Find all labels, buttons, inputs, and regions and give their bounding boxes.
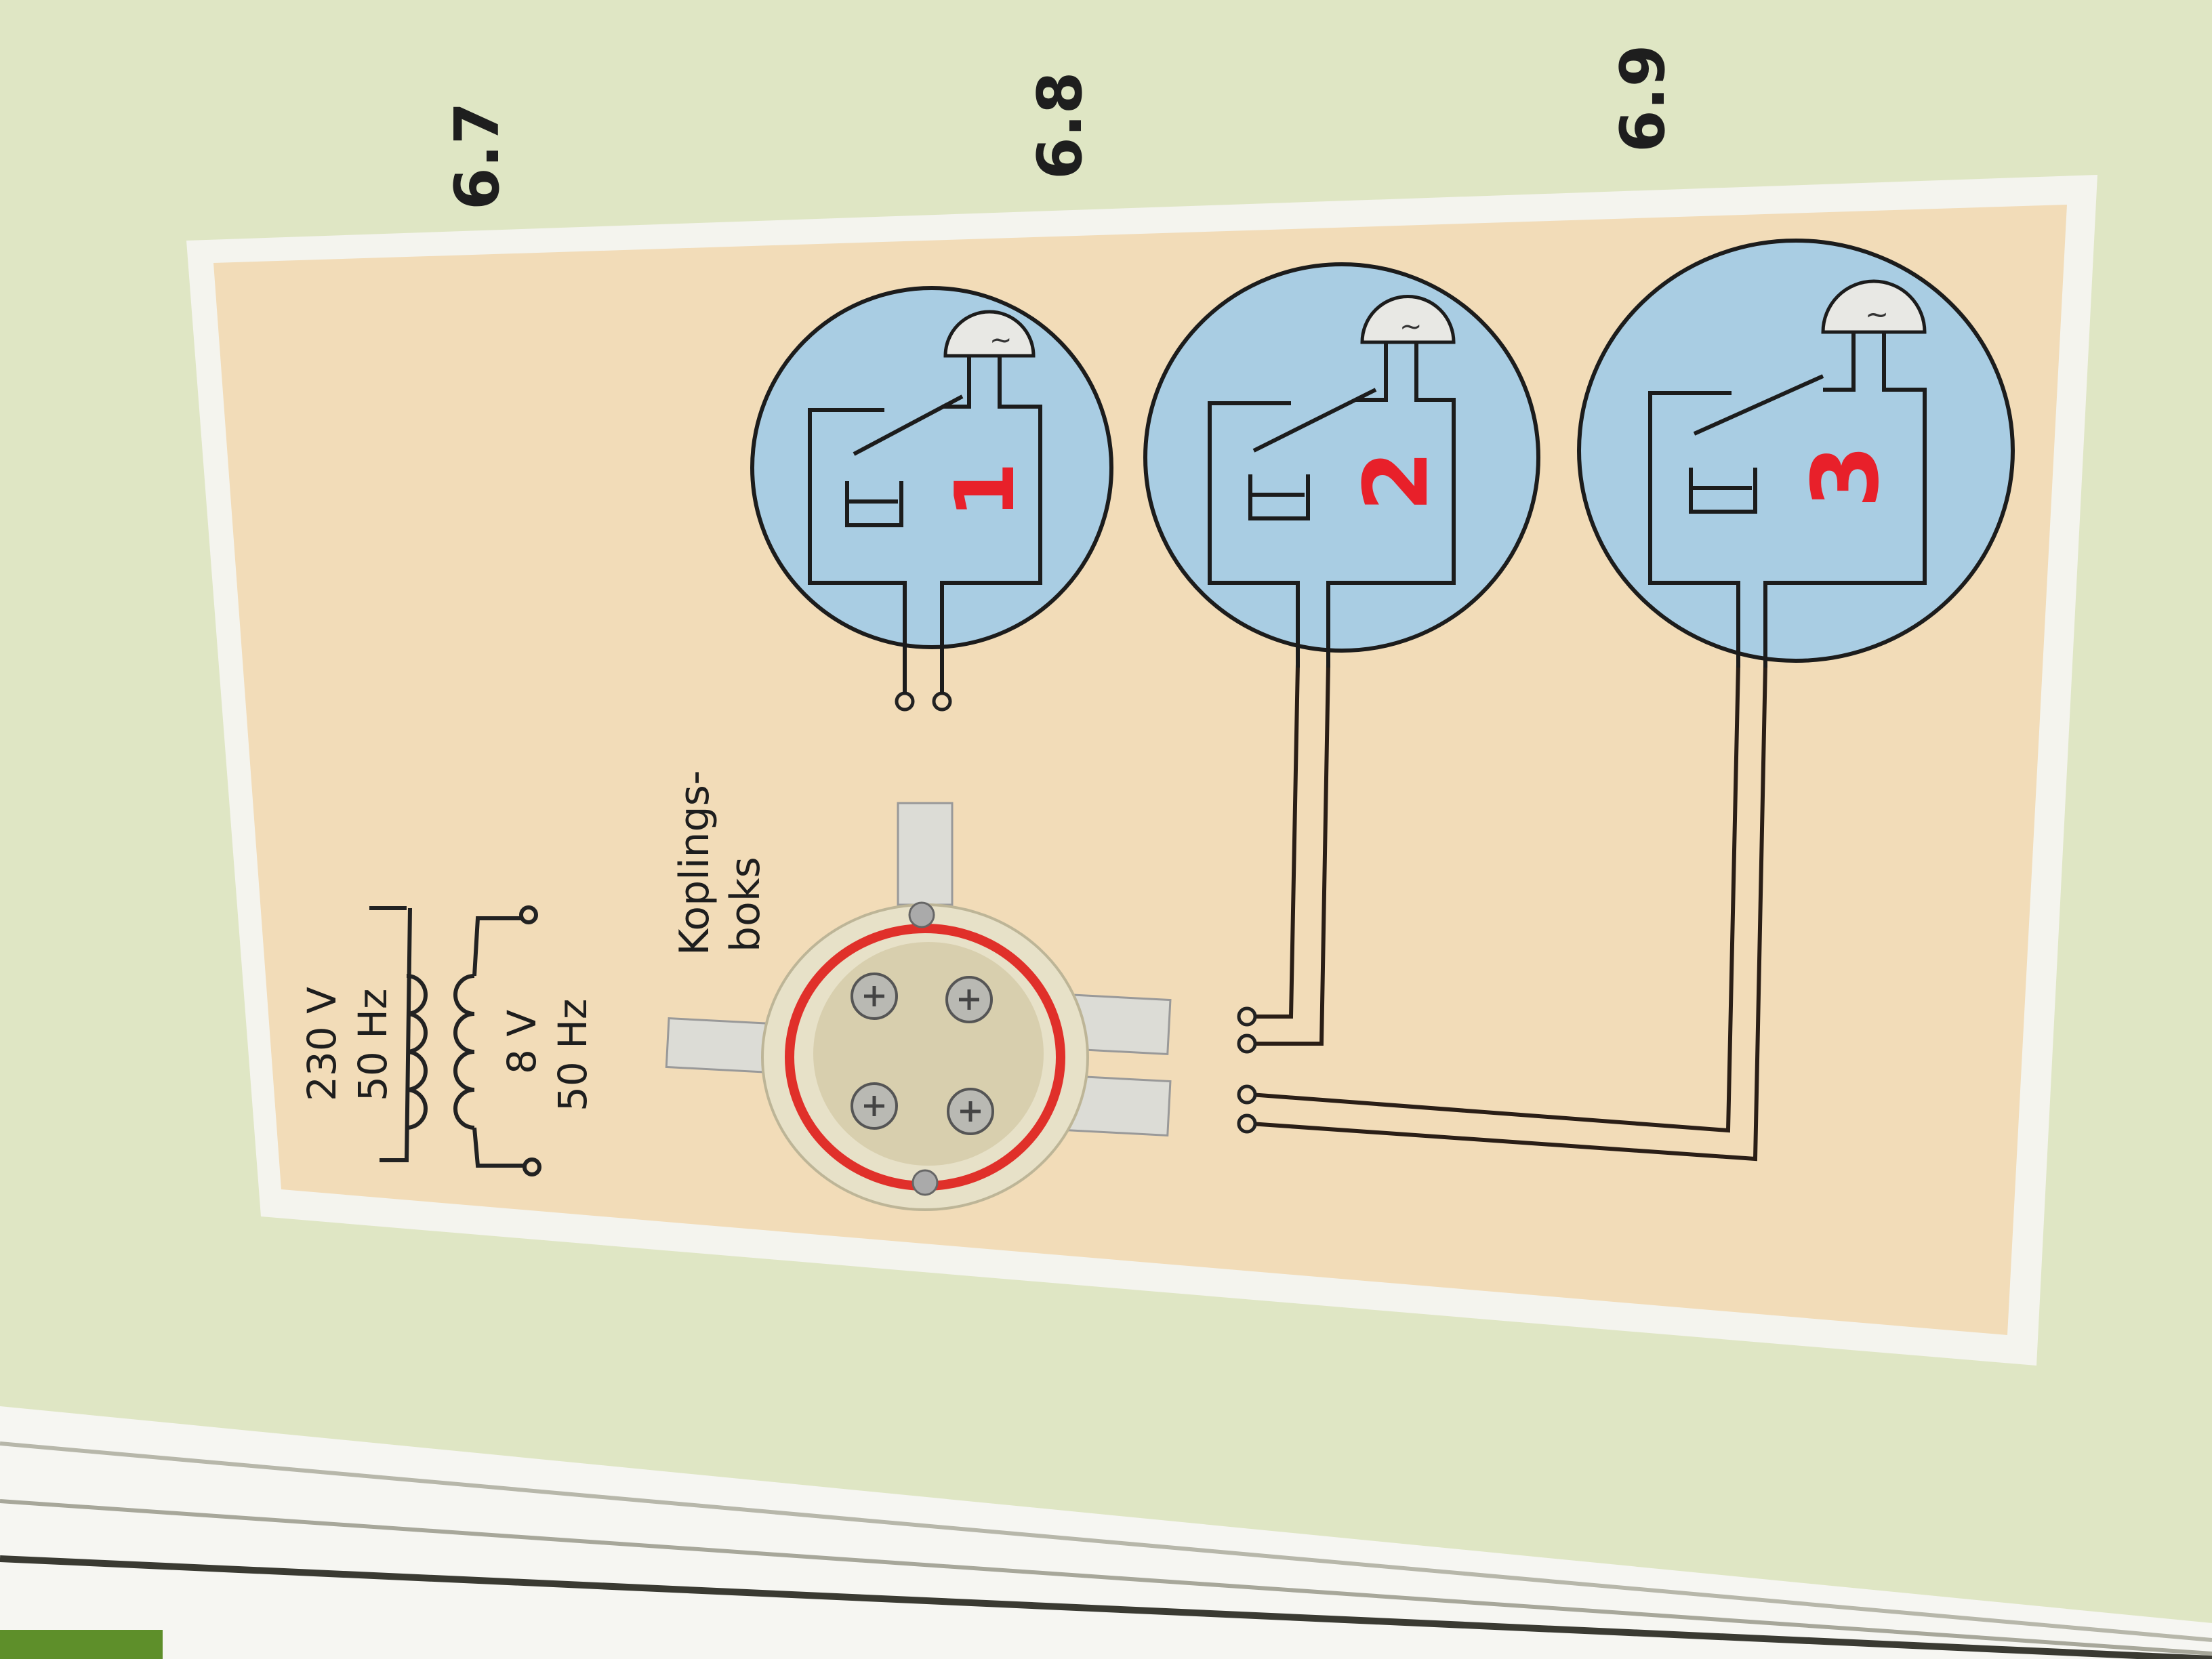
secondary-frequency-label: 50 Hz	[550, 999, 596, 1111]
bell-3-tone-symbol: ~	[1865, 298, 1889, 331]
figure-number-6-7: 6.7	[442, 102, 513, 210]
junction-box-inner	[813, 942, 1044, 1166]
mounting-screw-bottom	[912, 1169, 939, 1196]
figure-number-6-8: 6.8	[1025, 72, 1096, 180]
wiring	[1250, 663, 1767, 1162]
doorbell-3: ~ 3	[1577, 239, 2015, 668]
junction-box-label-line2: boks	[722, 857, 769, 952]
junction-box-label-line1: Koplings-	[671, 770, 718, 956]
transformer-symbol	[369, 905, 541, 1176]
figure-number-6-9: 6.9	[1607, 45, 1679, 152]
wire-terminals	[895, 691, 1257, 1134]
doorbell-1: ~ 1	[750, 286, 1113, 695]
primary-frequency-label: 50 Hz	[350, 989, 396, 1101]
doorbell-2: ~ 2	[1143, 262, 1540, 668]
primary-voltage-label: 230 V	[299, 987, 345, 1101]
bell-2-number: 2	[1345, 451, 1448, 512]
bell-1-number: 1	[939, 462, 1033, 519]
secondary-voltage-label: 8 V	[499, 1010, 545, 1074]
junction-box: Koplings- boks	[665, 770, 1172, 1211]
mounting-screw-top	[908, 901, 935, 928]
bell-1-tone-symbol: ~	[989, 325, 1012, 356]
conduit-top	[897, 802, 954, 906]
book-edge	[0, 1406, 2212, 1659]
bell-2-tone-symbol: ~	[1399, 311, 1422, 342]
bell-3-number: 3	[1793, 445, 1899, 508]
